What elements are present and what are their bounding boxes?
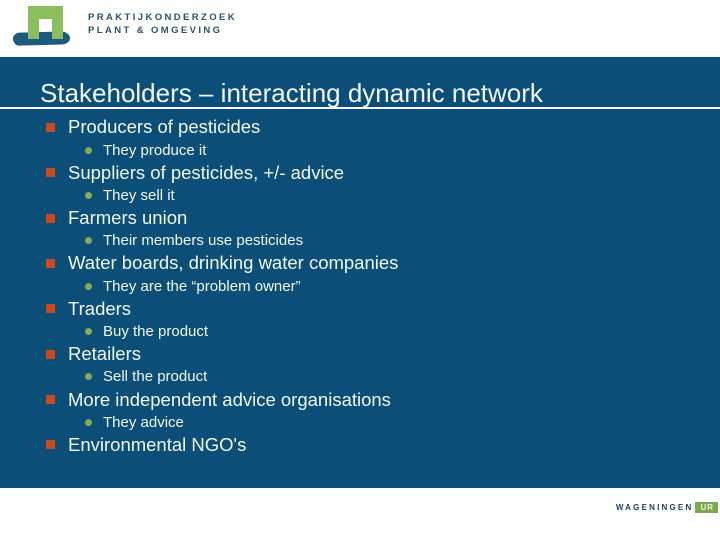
title-underline	[0, 107, 720, 109]
level2-bullet-icon	[85, 418, 92, 426]
sub-bullet-item: Buy the product	[0, 320, 720, 343]
sub-bullet-label: They are the “problem owner”	[103, 277, 301, 295]
level2-bullet-icon	[85, 191, 92, 199]
bullet-item: Environmental NGO's	[0, 434, 720, 457]
level2-bullet-icon	[85, 328, 92, 336]
arch-icon	[28, 6, 63, 39]
sub-bullet-label: They produce it	[103, 141, 207, 159]
sub-bullet-item: They sell it	[0, 184, 720, 207]
level2-bullet-icon	[85, 282, 92, 290]
sub-bullet-item: They advice	[0, 411, 720, 434]
level1-bullet-icon	[46, 395, 55, 405]
level1-bullet-icon	[46, 258, 55, 268]
wageningen-wordmark: WAGENINGEN	[615, 503, 694, 512]
logo-line1: PRAKTIJKONDERZOEK	[88, 12, 238, 23]
bullet-label: Suppliers of pesticides, +/- advice	[68, 161, 345, 183]
sub-bullet-item: Sell the product	[0, 366, 720, 389]
bullet-label: Water boards, drinking water companies	[68, 252, 399, 274]
sub-bullet-item: Their members use pesticides	[0, 229, 720, 252]
bullet-item: Traders	[0, 298, 720, 321]
footer: WAGENINGEN UR	[0, 488, 720, 540]
bullet-item: Suppliers of pesticides, +/- advice	[0, 161, 720, 184]
slide-title: Stakeholders – interacting dynamic netwo…	[40, 78, 543, 108]
bullet-label: More independent advice organisations	[68, 388, 391, 410]
bullet-label: Farmers union	[68, 207, 188, 229]
bullet-item: Farmers union	[0, 207, 720, 230]
bullet-label: Environmental NGO's	[68, 433, 247, 455]
level2-bullet-icon	[85, 373, 92, 381]
level1-bullet-icon	[46, 122, 55, 132]
wageningen-ur-logo: WAGENINGEN UR	[616, 502, 718, 513]
sub-bullet-label: Sell the product	[103, 368, 208, 386]
sub-bullet-label: Their members use pesticides	[103, 232, 304, 250]
level1-bullet-icon	[46, 168, 55, 178]
level1-bullet-icon	[46, 213, 55, 223]
level1-bullet-icon	[46, 304, 55, 314]
bullet-label: Retailers	[68, 343, 141, 365]
level1-bullet-icon	[46, 440, 55, 450]
sub-bullet-item: They produce it	[0, 139, 720, 162]
sub-bullet-label: Buy the product	[103, 323, 209, 341]
level2-bullet-icon	[85, 237, 92, 245]
bullet-item: Water boards, drinking water companies	[0, 252, 720, 275]
level2-bullet-icon	[85, 146, 92, 154]
header: PRAKTIJKONDERZOEK PLANT & OMGEVING	[0, 0, 720, 57]
sub-bullet-label: They advice	[103, 413, 184, 431]
sub-bullet-item: They are the “problem owner”	[0, 275, 720, 298]
ppo-logo-wordmark: PRAKTIJKONDERZOEK PLANT & OMGEVING	[88, 11, 237, 37]
bullet-label: Producers of pesticides	[68, 116, 261, 138]
slide-body: Stakeholders – interacting dynamic netwo…	[0, 57, 720, 488]
bullet-item: Retailers	[0, 343, 720, 366]
bullet-item: More independent advice organisations	[0, 388, 720, 411]
bullet-label: Traders	[68, 297, 132, 319]
ppo-logo-icon	[12, 5, 71, 47]
sub-bullet-label: They sell it	[103, 186, 175, 204]
logo-line2: PLANT & OMGEVING	[88, 25, 223, 36]
level1-bullet-icon	[46, 349, 55, 359]
bullet-item: Producers of pesticides	[0, 116, 720, 139]
ur-badge: UR	[695, 502, 718, 513]
